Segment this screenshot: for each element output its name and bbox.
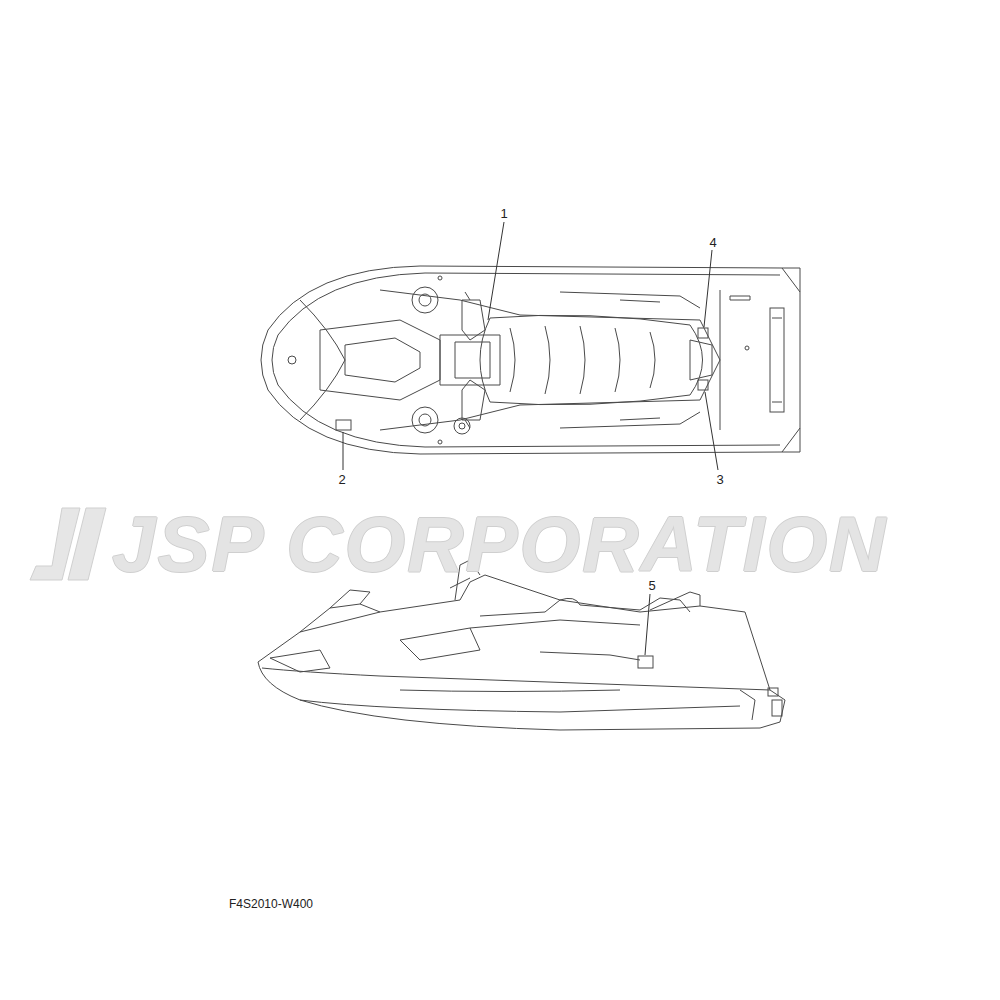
- callout-number: 4: [709, 236, 716, 249]
- callout-number: 1: [500, 207, 507, 220]
- watermark-logo: [30, 508, 106, 580]
- top-view: [261, 266, 800, 454]
- watermark: JSP CORPORATION: [112, 505, 887, 583]
- side-view: [258, 560, 785, 730]
- diagram-code: F4S2010-W400: [229, 898, 313, 910]
- leader-lines: [343, 222, 718, 655]
- callout-number: 3: [716, 473, 723, 486]
- callout-number: 2: [338, 473, 345, 486]
